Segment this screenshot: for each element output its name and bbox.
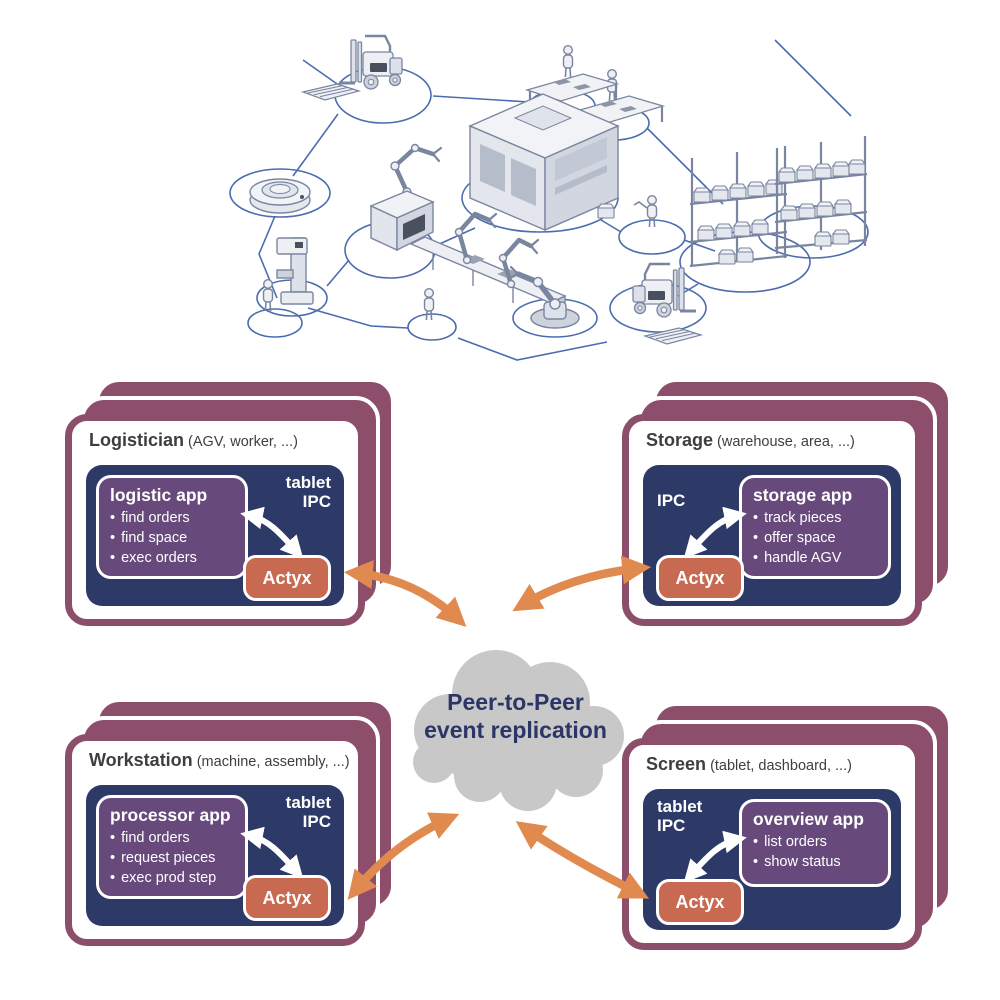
device-box: storage app track pieces offer space han… — [643, 465, 901, 606]
forklift-icon — [631, 262, 702, 345]
device-label: IPC — [657, 491, 685, 510]
device-line: IPC — [657, 491, 686, 510]
app-name: logistic app — [110, 485, 208, 505]
workstation-node-stack: Workstation (machine, assembly, ...) pro… — [65, 698, 399, 948]
forklift-icon — [302, 34, 404, 101]
app-feature: offer space — [753, 528, 880, 548]
card-title: Storage (warehouse, area, ...) — [646, 430, 855, 451]
app-feature: find orders — [110, 828, 237, 848]
storage-card: Storage (warehouse, area, ...) storage a… — [622, 414, 922, 626]
card-title: Workstation (machine, assembly, ...) — [89, 750, 350, 771]
storage-node-stack: Storage (warehouse, area, ...) storage a… — [622, 378, 956, 628]
device-line: tablet — [285, 793, 331, 812]
card-subtitle-text: (tablet, dashboard, ...) — [706, 758, 852, 774]
app-feature-list: list orders show status — [753, 832, 880, 872]
card-title-text: Logistician — [89, 430, 185, 450]
machine-icon — [468, 93, 620, 232]
card-title-text: Storage — [646, 430, 714, 450]
app-feature: exec prod step — [110, 868, 237, 888]
exchange-arrow-icon — [683, 831, 747, 883]
device-line: tablet — [285, 473, 331, 492]
cloud-icon — [413, 650, 624, 811]
cloud-label: Peer-to-Peer event replication — [398, 612, 633, 817]
screen-card: Screen (tablet, dashboard, ...) overview… — [622, 738, 922, 950]
network-lines — [258, 39, 852, 361]
device-box: processor app find orders request pieces… — [86, 785, 344, 926]
app-feature-list: track pieces offer space handle AGV — [753, 508, 880, 568]
robot-arm-icon — [508, 265, 580, 329]
processor-app-box: processor app find orders request pieces… — [96, 795, 248, 899]
storage-app-box: storage app track pieces offer space han… — [739, 475, 891, 579]
card-title: Screen (tablet, dashboard, ...) — [646, 754, 852, 775]
card-subtitle-text: (AGV, worker, ...) — [184, 434, 298, 450]
app-feature: handle AGV — [753, 548, 880, 568]
conveyor-line-icon — [369, 143, 567, 316]
cloud-label-line1: Peer-to-Peer — [447, 688, 584, 715]
actyx-badge: Actyx — [243, 555, 331, 601]
robot-arm-icon — [454, 211, 498, 265]
app-feature: find orders — [110, 508, 237, 528]
robot-arm-icon — [498, 237, 540, 289]
factory-floor-illustration — [175, 8, 875, 366]
card-title-text: Workstation — [89, 750, 193, 770]
app-feature: list orders — [753, 832, 880, 852]
device-label: tablet IPC — [286, 793, 331, 831]
storage-rack-icon — [689, 136, 868, 268]
app-feature-list: find orders request pieces exec prod ste… — [110, 828, 237, 888]
app-feature: request pieces — [110, 848, 237, 868]
device-line: IPC — [657, 816, 686, 836]
actyx-badge: Actyx — [656, 879, 744, 925]
screen-node-stack: Screen (tablet, dashboard, ...) overview… — [622, 702, 956, 952]
app-name: processor app — [110, 805, 231, 825]
app-feature: find space — [110, 528, 237, 548]
app-feature: show status — [753, 852, 880, 872]
logistic-app-box: logistic app find orders find space exec… — [96, 475, 248, 579]
device-box: overview app list orders show status tab… — [643, 789, 901, 930]
app-name: overview app — [753, 809, 864, 829]
device-label: tablet IPC — [286, 473, 331, 511]
app-feature: track pieces — [753, 508, 880, 528]
exchange-arrow-icon — [683, 507, 747, 559]
cloud-label-line2: event replication — [424, 716, 607, 743]
exchange-arrow-icon — [240, 827, 304, 879]
card-title-text: Screen — [646, 754, 707, 774]
agv-robot-icon — [249, 178, 311, 214]
p2p-cloud: Peer-to-Peer event replication — [398, 612, 633, 817]
device-line: IPC — [302, 812, 331, 832]
actyx-badge: Actyx — [656, 555, 744, 601]
card-subtitle-text: (warehouse, area, ...) — [713, 434, 855, 450]
actyx-badge: Actyx — [243, 875, 331, 921]
app-name: storage app — [753, 485, 853, 505]
app-feature: exec orders — [110, 548, 237, 568]
exchange-arrow-icon — [240, 507, 304, 559]
logistician-card: Logistician (AGV, worker, ...) logistic … — [65, 414, 365, 626]
app-feature-list: find orders find space exec orders — [110, 508, 237, 568]
logistician-node-stack: Logistician (AGV, worker, ...) logistic … — [65, 378, 399, 628]
robot-arm-icon — [390, 143, 443, 197]
worker-icon — [562, 44, 574, 78]
overview-app-box: overview app list orders show status — [739, 799, 891, 887]
worker-icon — [423, 287, 435, 321]
device-box: logistic app find orders find space exec… — [86, 465, 344, 606]
card-subtitle-text: (machine, assembly, ...) — [192, 754, 350, 770]
device-line: IPC — [302, 492, 331, 512]
device-label: tablet IPC — [657, 797, 702, 835]
card-title: Logistician (AGV, worker, ...) — [89, 430, 298, 451]
worker-icon — [633, 194, 658, 228]
crate-icon — [597, 203, 615, 219]
drill-machine-icon — [262, 237, 314, 312]
worker-icon — [262, 278, 274, 312]
workstation-card: Workstation (machine, assembly, ...) pro… — [65, 734, 365, 946]
factory-floor-svg — [229, 34, 869, 361]
device-line: tablet — [657, 797, 703, 816]
